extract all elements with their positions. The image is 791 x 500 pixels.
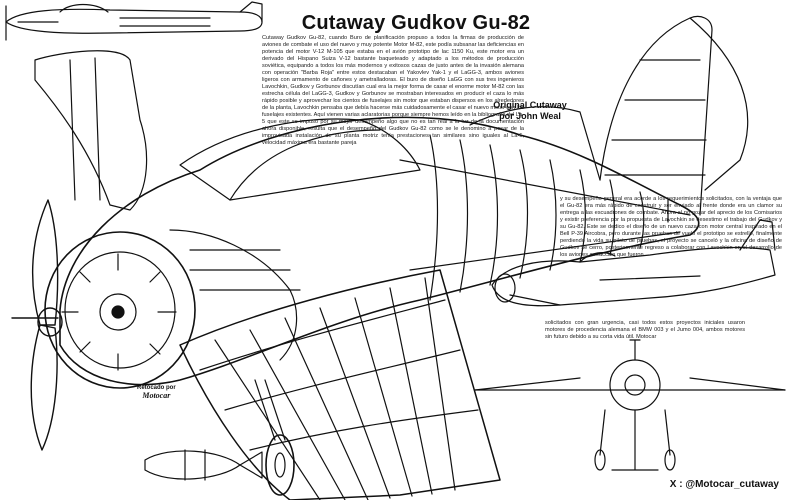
- fuselage-cutaway: [59, 116, 700, 386]
- propeller: [11, 199, 63, 451]
- radial-engine: [44, 229, 301, 389]
- social-handle: X : @Motocar_cutaway: [669, 479, 779, 490]
- bottom-text-block: solicitados con gran urgencia, casi todo…: [545, 320, 745, 340]
- side-elevation-top-left: [5, 1, 263, 41]
- intro-text-block: Cutaway Gudkov Gu-82, cuando Buro de pla…: [262, 35, 524, 146]
- wing-cutaway: [179, 269, 501, 500]
- tail-fin: [469, 15, 749, 223]
- credit-line-1: Original Cutaway: [493, 100, 567, 110]
- retouch-credit: Retocado por Motocar: [137, 385, 176, 400]
- planform-top-left: [34, 50, 148, 211]
- middle-text-block: y su desempeño general era acorde a los …: [560, 196, 782, 258]
- page-title: Cutaway Gudkov Gu-82: [301, 12, 531, 34]
- retouch-line: Retocado por: [137, 385, 176, 391]
- original-credit: Original Cutaway por John Weal: [480, 100, 580, 122]
- retouch-signature: Motocar: [142, 391, 171, 400]
- front-view: [474, 339, 786, 471]
- credit-line-2: por John Weal: [499, 111, 561, 121]
- bomb-drawing: [144, 449, 263, 481]
- side-profile-right: [491, 219, 776, 307]
- landing-gear: [254, 379, 295, 496]
